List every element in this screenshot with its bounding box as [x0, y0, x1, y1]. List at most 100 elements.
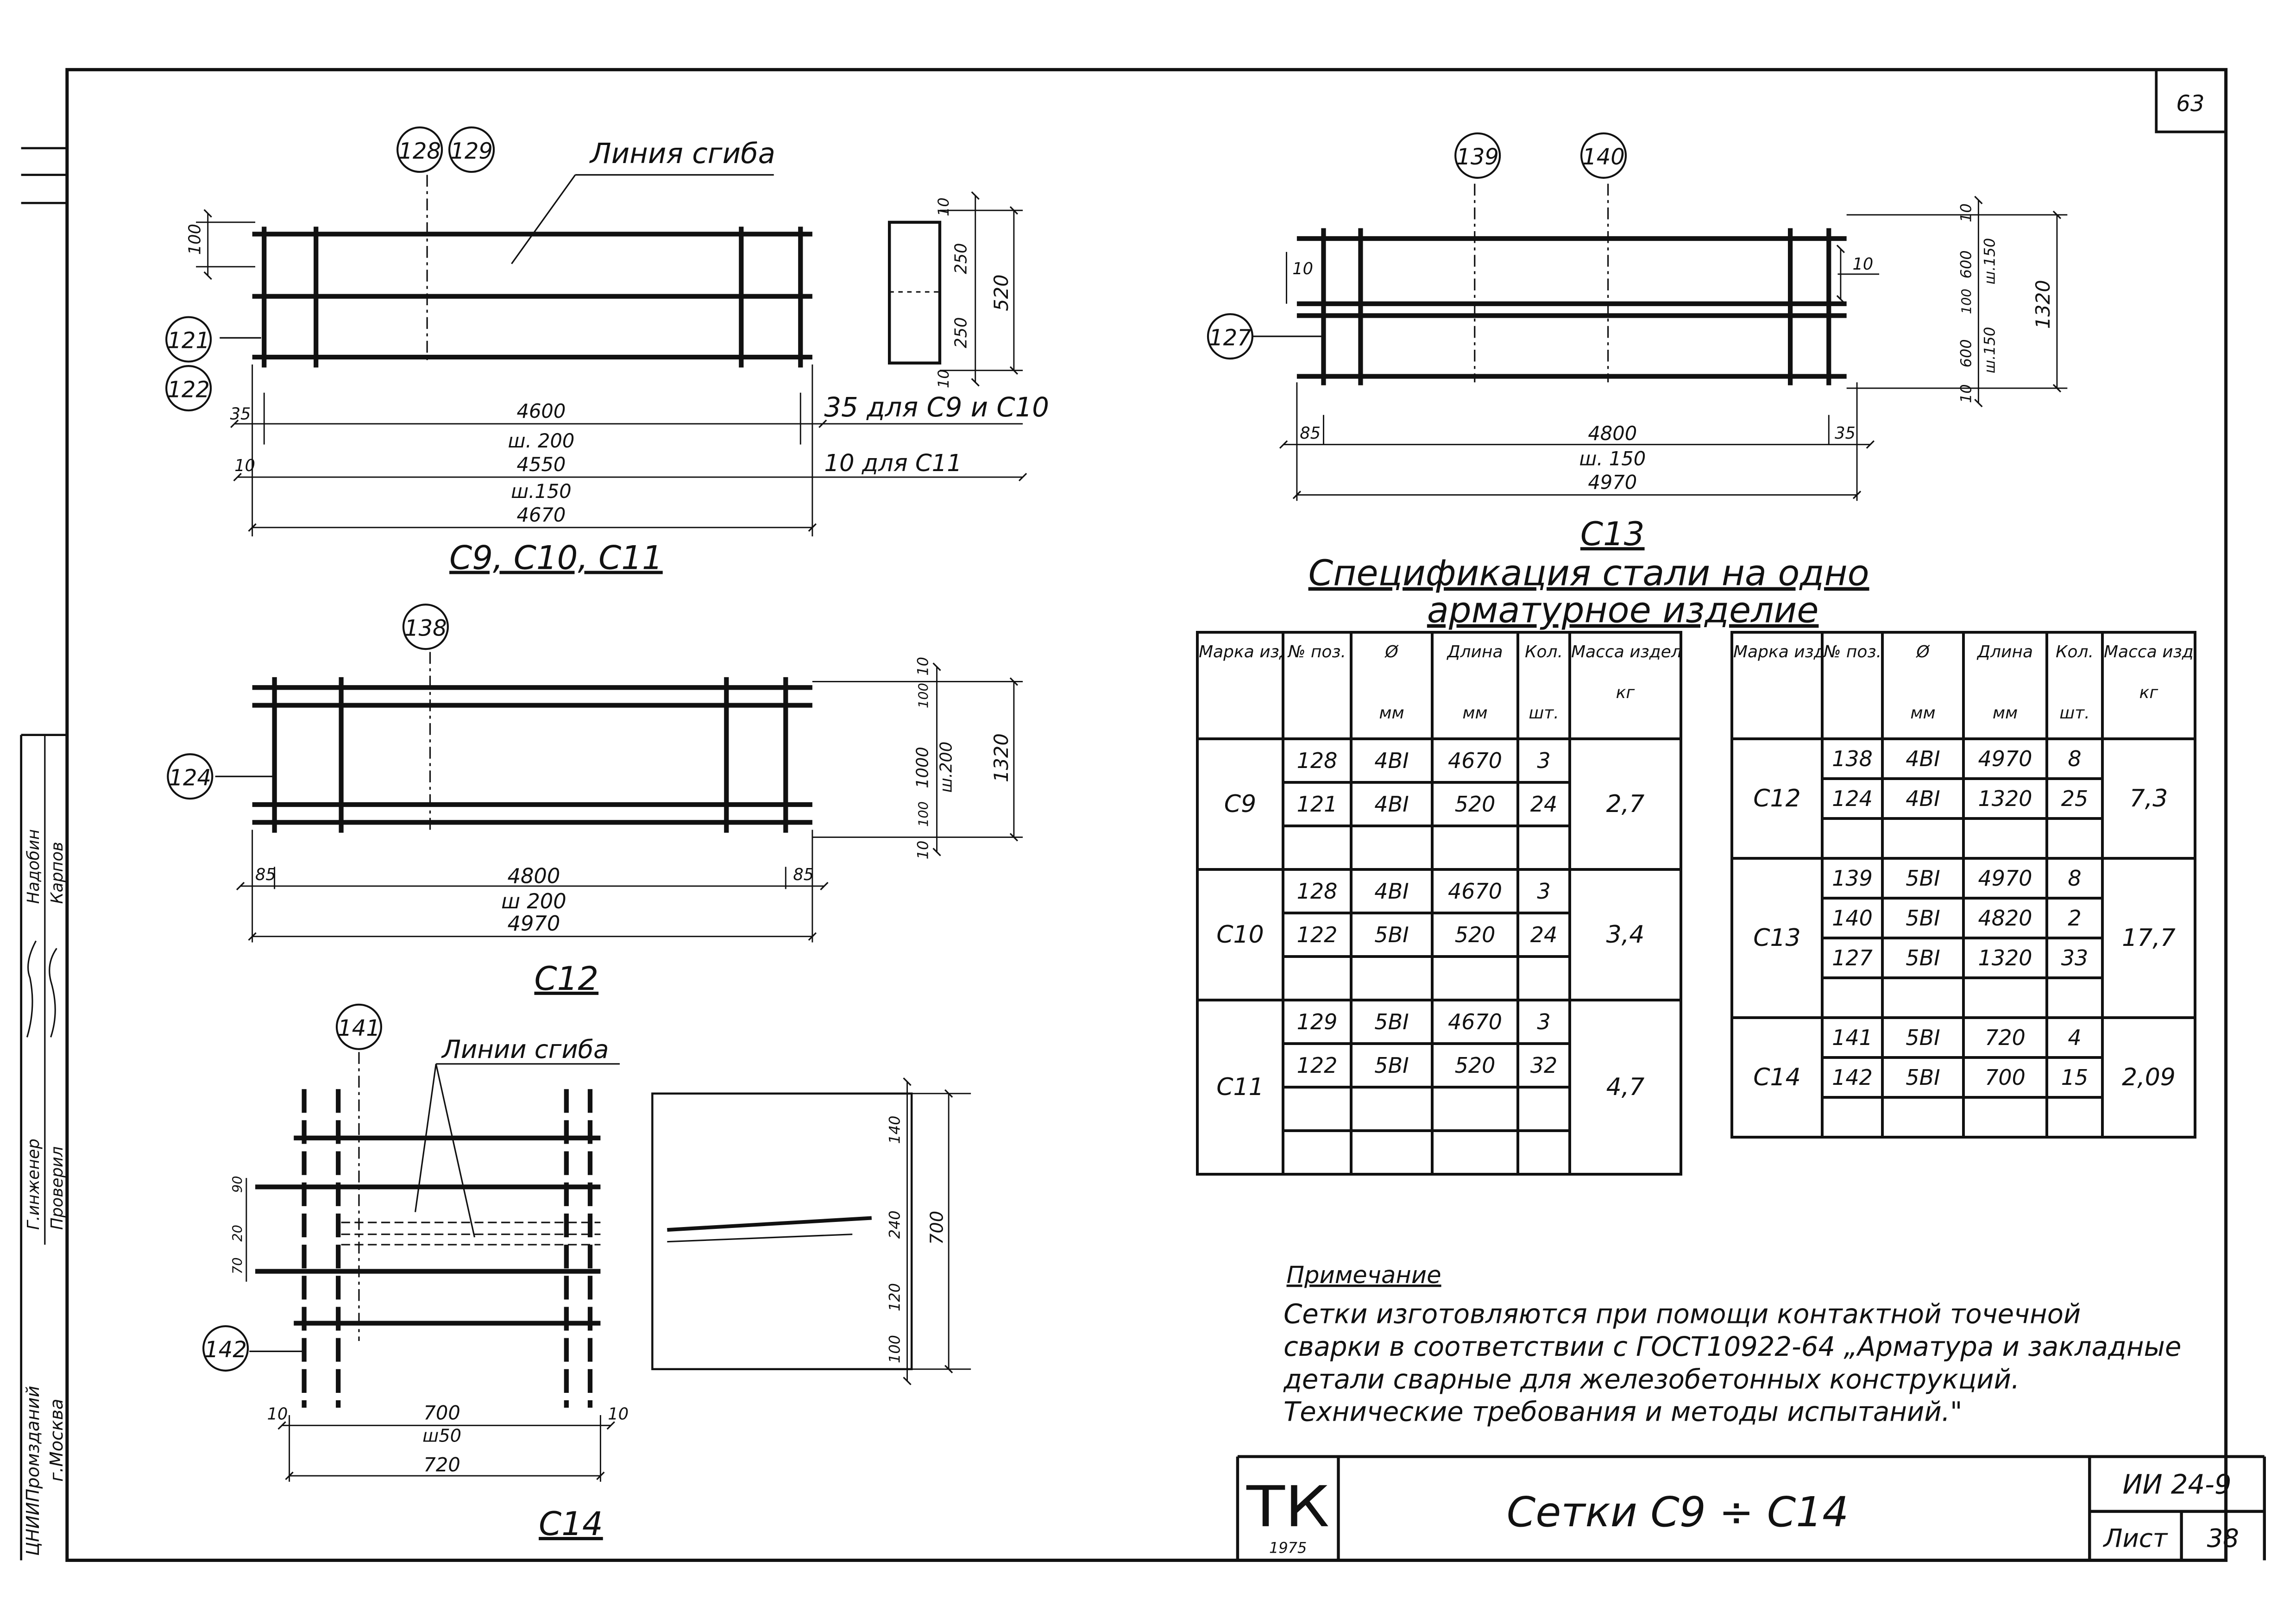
- spec-dia-cell: [1350, 956, 1434, 1001]
- spec-qty-cell: 3: [1516, 999, 1571, 1045]
- spec-length-cell: [1431, 1086, 1519, 1132]
- spec-qty-cell: 24: [1516, 781, 1571, 827]
- spec-dia-cell: 5ВI: [1881, 1016, 1965, 1059]
- sheet-label: Лист: [2103, 1524, 2168, 1553]
- c9-sec-250-a: 250: [952, 243, 971, 274]
- drawing-c14: [245, 1052, 971, 1482]
- left-margin-stamp: Г.инженер Проверил Надобин Карпов ЦНИИПр…: [23, 829, 67, 1556]
- spec-mark-cell: С11: [1196, 999, 1284, 1176]
- c14-horizontal-bars: [255, 1135, 601, 1326]
- spec-dia-cell: [1881, 1096, 1965, 1139]
- c13-dim-10-mid: 10: [1852, 255, 1873, 274]
- spec-row: [1732, 818, 2195, 860]
- col-pos-header-r: № поз.: [1821, 631, 1884, 740]
- c12-position-markers: 138 124: [167, 604, 449, 800]
- c9-bend-line-label: Линия сгиба: [589, 138, 775, 170]
- note-line-2: сварки в соответствии с ГОСТ10922-64 „Ар…: [1283, 1331, 2181, 1362]
- c12-dim-10-bot: 10: [914, 841, 931, 860]
- spec-pos-cell: [1282, 956, 1353, 1001]
- stamp-name-checked: Карпов: [48, 842, 67, 904]
- col-mass-header: Масса изделиякг: [1568, 631, 1682, 740]
- c13-dim-4800: 4800: [1588, 422, 1637, 445]
- c9-pitch-200: ш. 200: [508, 429, 575, 452]
- spec-length-cell: [1962, 1096, 2048, 1139]
- spec-qty-cell: 32: [1516, 1042, 1571, 1089]
- c13-labels: 10 10 10 600 ш.150 100 600 ш.150 10 1320…: [1292, 203, 2054, 553]
- c14-dim-70: 70: [229, 1257, 245, 1274]
- drawing-title: Сетки С9 ÷ С14: [1507, 1488, 1849, 1536]
- note-line-3: детали сварные для железобетонных констр…: [1283, 1364, 2019, 1395]
- spec-title-line2: арматурное изделие: [1427, 590, 1819, 631]
- c13-pitch-150: ш. 150: [1579, 447, 1646, 470]
- stamp-name-drawn: Надобин: [24, 829, 43, 904]
- spec-pos-cell: [1821, 818, 1884, 860]
- spec-pos-cell: [1282, 825, 1353, 871]
- spec-qty-cell: 15: [2045, 1056, 2104, 1099]
- spec-dia-cell: 5ВI: [1350, 999, 1434, 1045]
- c14-dim-720: 720: [423, 1454, 460, 1476]
- spec-pos-cell: 138: [1821, 737, 1884, 780]
- c12-labels: 10 100 1000 ш.200 100 10 1320 85 4800 85…: [255, 657, 1013, 998]
- c12-pos-124: 124: [169, 765, 212, 791]
- c9-dim-35: 35: [230, 404, 251, 423]
- spec-mark-cell: С10: [1196, 868, 1284, 1001]
- spec-length-cell: [1431, 1130, 1519, 1176]
- spec-mass-cell: 2,09: [2101, 1016, 2196, 1139]
- c12-dim-1000: 1000: [913, 747, 932, 788]
- c9-sec-10-top: 10: [935, 197, 952, 216]
- c13-dim-600-b: 600: [1957, 339, 1975, 367]
- c13-pitch-150-a: ш.150: [1981, 238, 1999, 284]
- c12-dim-85: 85: [255, 865, 276, 884]
- c9-dim-100: 100: [186, 224, 205, 255]
- spec-pos-cell: [1821, 977, 1884, 1019]
- stamp-role-drawn: Г.инженер: [24, 1139, 43, 1230]
- c9-cross-section: [887, 191, 1023, 387]
- c14-sec-700: 700: [926, 1211, 947, 1245]
- spec-qty-cell: 24: [1516, 912, 1571, 958]
- spec-row: [1197, 956, 1681, 1001]
- spec-dia-cell: 5ВI: [1350, 912, 1434, 958]
- spec-dia-cell: 5ВI: [1350, 1042, 1434, 1089]
- c9-pos-129: 129: [450, 138, 493, 164]
- spec-pos-cell: 128: [1282, 868, 1353, 914]
- col-mass-header-r: Масса изделиякг: [2101, 631, 2196, 740]
- spec-qty-cell: 8: [2045, 857, 2104, 900]
- spec-length-cell: 520: [1431, 781, 1519, 827]
- spec-qty-cell: 8: [2045, 737, 2104, 780]
- spec-mark-cell: С13: [1730, 857, 1824, 1019]
- c13-pitch-150-b: ш.150: [1981, 327, 1999, 373]
- spec-mass-cell: 17,7: [2101, 857, 2196, 1019]
- c13-pos-139: 139: [1456, 144, 1499, 170]
- spec-qty-cell: 4: [2045, 1016, 2104, 1059]
- sheet-no: 38: [2207, 1524, 2239, 1553]
- sheet-frame: [20, 68, 2228, 1562]
- c9-sec-10-bot: 10: [935, 369, 952, 388]
- c12-pitch-200: ш.200: [937, 742, 956, 793]
- spec-qty-cell: [1516, 1086, 1571, 1132]
- col-mark-header: Марка изделия: [1196, 631, 1284, 740]
- c12-pos-138: 138: [404, 615, 447, 641]
- spec-qty-cell: [2045, 977, 2104, 1019]
- spec-length-cell: 700: [1962, 1056, 2048, 1099]
- c14-dim-10-l: 10: [267, 1405, 288, 1424]
- c13-pos-140: 140: [1582, 144, 1625, 170]
- spec-length-cell: 4820: [1962, 897, 2048, 939]
- spec-dia-cell: 5ВI: [1881, 857, 1965, 900]
- spec-length-cell: 720: [1962, 1016, 2048, 1059]
- col-qty-header-r: Кол.шт.: [2045, 631, 2104, 740]
- spec-pos-cell: 128: [1282, 737, 1353, 784]
- spec-mass-cell: 7,3: [2101, 737, 2196, 860]
- spec-qty-cell: [1516, 956, 1571, 1001]
- c9-note-35: 35 для С9 и С10: [824, 392, 1049, 423]
- spec-dia-cell: [1350, 1130, 1434, 1176]
- c14-position-markers: 141 142: [202, 1003, 383, 1372]
